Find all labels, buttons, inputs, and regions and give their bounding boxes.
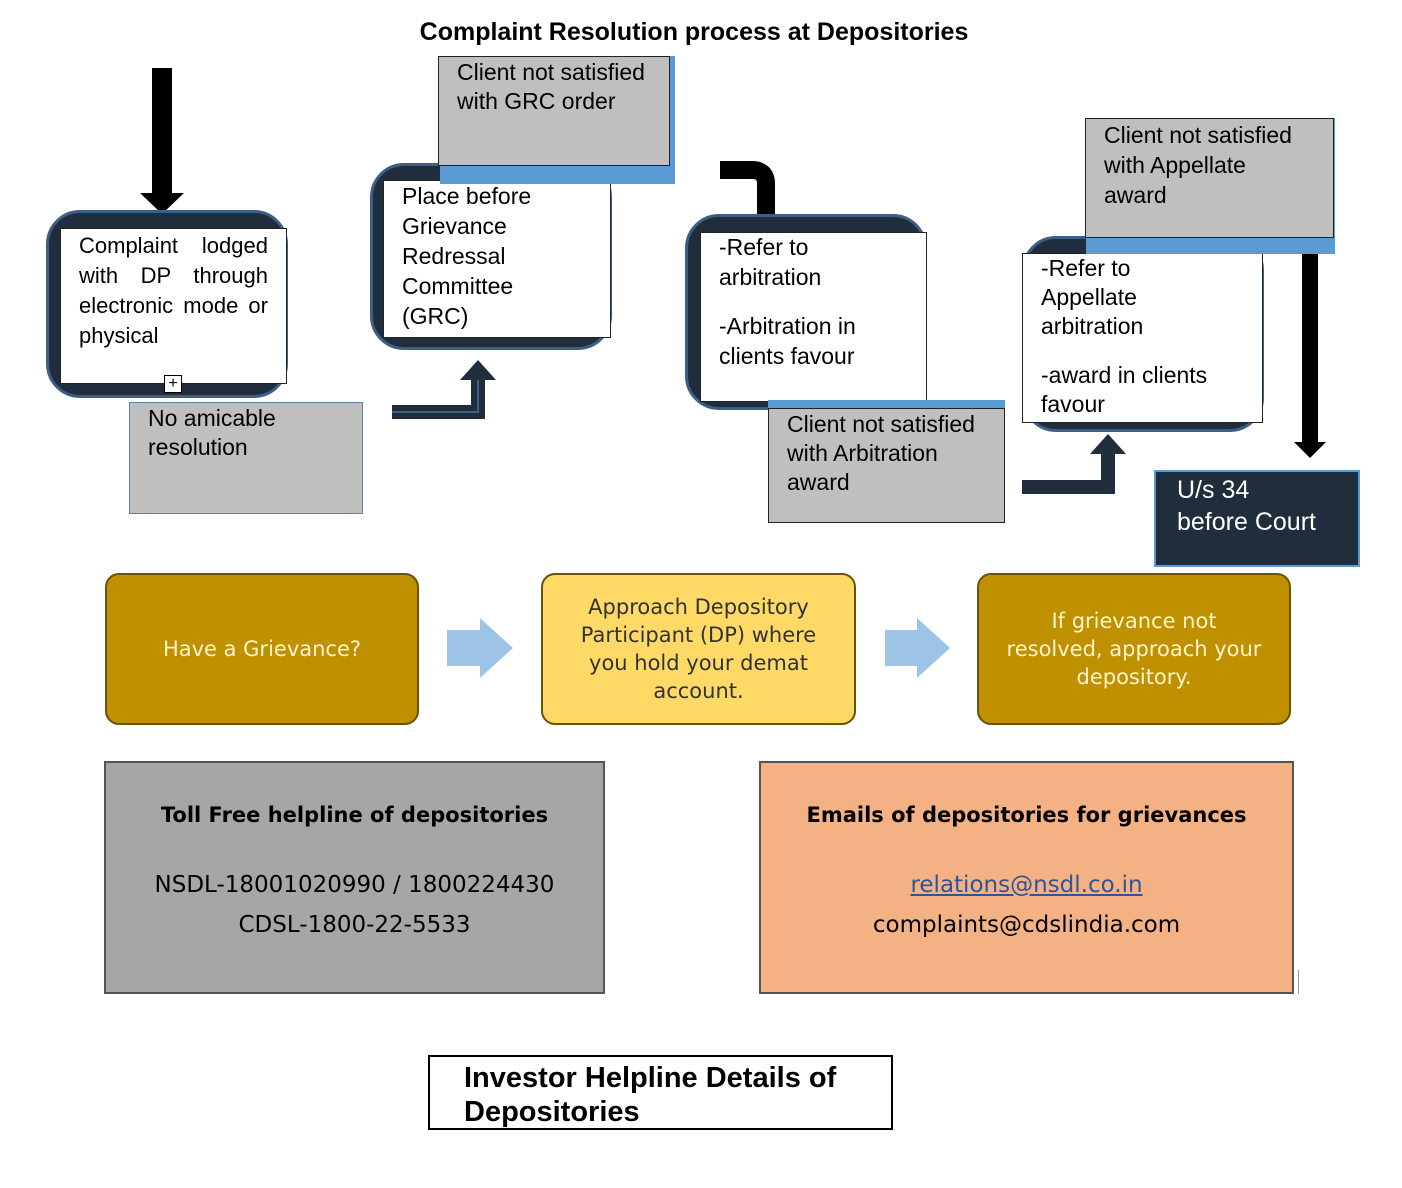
complaint-box: Complaint lodged with DP through electro… xyxy=(60,228,287,384)
flow-step-text: Approach Depository Participant (DP) whe… xyxy=(580,595,817,703)
appellate-box: -Refer to Appellate arbitration -award i… xyxy=(1022,253,1263,423)
emails-title: Emails of depositories for grievances xyxy=(806,803,1247,827)
grc-line: Redressal xyxy=(402,243,506,269)
toll-free-cdsl: CDSL-1800-22-5533 xyxy=(238,912,471,938)
arbitration-favour-line: clients favour xyxy=(719,343,855,369)
appellate-line: Appellate xyxy=(1041,284,1137,310)
flow-step-have-grievance: Have a Grievance? xyxy=(105,573,419,725)
footer-title-box: Investor Helpline Details of Depositorie… xyxy=(428,1055,893,1130)
bent-up-arrow-icon xyxy=(392,360,496,419)
court-line: before Court xyxy=(1177,508,1316,536)
arbitration-not-satisfied-line: Client not satisfied xyxy=(787,411,975,437)
flow-step-text: If grievance not resolved, approach your… xyxy=(1006,609,1262,689)
toll-free-title: Toll Free helpline of depositories xyxy=(160,803,549,827)
expand-icon[interactable]: + xyxy=(164,375,182,393)
toll-free-box: Toll Free helpline of depositories NSDL-… xyxy=(104,761,605,994)
court-line: U/s 34 xyxy=(1177,476,1250,504)
emails-box: Emails of depositories for grievances re… xyxy=(759,761,1294,994)
arrow-down-icon xyxy=(1294,254,1326,458)
arbitration-favour-line: -Arbitration in xyxy=(719,313,856,339)
appellate-not-satisfied-line: Client not satisfied xyxy=(1104,122,1292,148)
arbitration-line: -Refer to xyxy=(719,234,809,260)
court-box: U/s 34 before Court xyxy=(1154,470,1360,567)
flow-step-approach-dp: Approach Depository Participant (DP) whe… xyxy=(541,573,856,725)
appellate-favour-line: favour xyxy=(1041,391,1105,417)
arbitration-not-satisfied-line: award xyxy=(787,469,850,495)
flow-step-approach-depository: If grievance not resolved, approach your… xyxy=(977,573,1291,725)
arbitration-line: arbitration xyxy=(719,264,822,290)
appellate-not-satisfied-line: with Appellate xyxy=(1104,152,1246,178)
page-title: Complaint Resolution process at Deposito… xyxy=(419,18,969,46)
appellate-favour-line: -award in clients xyxy=(1041,362,1208,388)
no-amicable-text: No amicable resolution xyxy=(148,405,276,460)
arrow-down-icon xyxy=(140,68,184,214)
grc-not-satisfied-box: Client not satisfied with GRC order xyxy=(438,56,670,166)
appellate-line: arbitration xyxy=(1041,313,1144,339)
nsdl-email-link[interactable]: relations@nsdl.co.in xyxy=(910,872,1143,898)
grc-line: Place before xyxy=(402,183,532,209)
right-arrow-icon xyxy=(447,618,513,678)
arbitration-not-satisfied-box: Client not satisfied with Arbitration aw… xyxy=(768,408,1005,523)
grc-line: Committee xyxy=(402,273,514,299)
arbitration-not-satisfied-line: with Arbitration xyxy=(787,440,938,466)
grc-line: Grievance xyxy=(402,213,507,239)
appellate-line: -Refer to xyxy=(1041,255,1131,281)
no-amicable-resolution-box: No amicable resolution xyxy=(129,402,363,514)
appellate-not-satisfied-box: Client not satisfied with Appellate awar… xyxy=(1085,118,1334,238)
footer-line: Depositories xyxy=(464,1096,640,1128)
divider xyxy=(1298,970,1299,994)
grc-line: (GRC) xyxy=(402,303,469,329)
bent-up-arrow-icon xyxy=(1022,434,1126,494)
flow-step-text: Have a Grievance? xyxy=(162,637,362,661)
cdsl-email: complaints@cdslindia.com xyxy=(872,912,1181,938)
complaint-text: Complaint lodged with DP through electro… xyxy=(79,233,268,348)
toll-free-nsdl: NSDL-18001020990 / 1800224430 xyxy=(154,872,555,898)
grc-box: Place before Grievance Redressal Committ… xyxy=(383,180,611,338)
arbitration-box: -Refer to arbitration -Arbitration in cl… xyxy=(700,232,927,402)
grc-not-satisfied-line: Client not satisfied xyxy=(457,59,645,85)
footer-line: Investor Helpline Details of xyxy=(464,1062,837,1094)
right-arrow-icon xyxy=(885,618,950,678)
appellate-not-satisfied-line: award xyxy=(1104,182,1167,208)
grc-not-satisfied-line: with GRC order xyxy=(457,88,616,114)
